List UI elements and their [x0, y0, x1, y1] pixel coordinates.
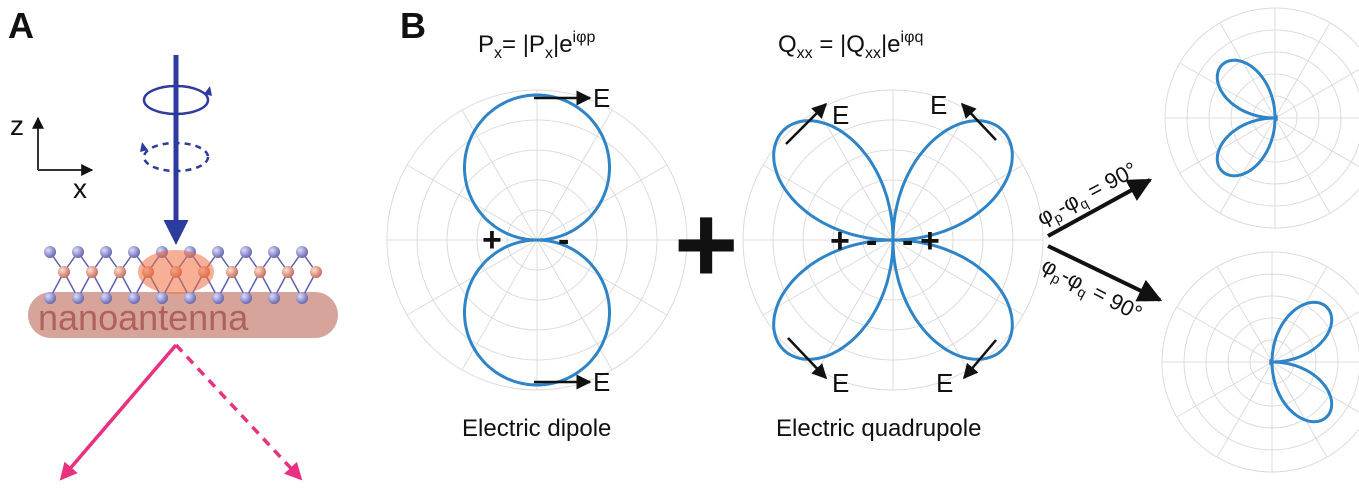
upper-result-polar-grid [1164, 7, 1359, 229]
grid-spoke [817, 109, 894, 241]
lattice-atom [268, 292, 280, 304]
grid-spoke [536, 109, 613, 241]
grid-spoke [892, 239, 969, 371]
lattice-atom [310, 266, 322, 278]
dipole-e-label-top: E [593, 83, 610, 113]
lower-result-polar-grid [1161, 251, 1359, 473]
lattice-atom [128, 292, 140, 304]
lattice-atom [240, 292, 252, 304]
grid-spoke [1274, 117, 1331, 214]
nanoantenna-label: nanoantenna [38, 297, 249, 338]
grid-spoke [1271, 266, 1328, 363]
grid-spoke [892, 109, 969, 241]
axes-icon [32, 116, 94, 176]
grid-spoke [461, 239, 538, 371]
lattice-atom [44, 292, 56, 304]
axis-z-label: z [10, 110, 24, 141]
grid-spoke [1271, 361, 1359, 413]
upper-branch-arrow [1047, 178, 1153, 238]
quadrupole-formula: Qxx = |Qxx|eiφq [778, 29, 923, 62]
quad-e-arrow-bottom-right [963, 339, 997, 380]
quad-e-label-top-right: E [930, 90, 947, 120]
lattice-atom [100, 292, 112, 304]
grid-spoke [1274, 117, 1359, 168]
lattice-atom [58, 266, 70, 278]
grid-spoke [762, 239, 894, 316]
quad-e-arrow-top-right [960, 102, 997, 141]
grid-spoke [1216, 266, 1273, 363]
lattice-atom [226, 266, 238, 278]
upper-result-pattern [1215, 58, 1278, 178]
hotspot [138, 250, 214, 294]
grid-spoke [536, 239, 613, 371]
grid-spoke [1216, 361, 1273, 458]
grid-spoke [1274, 68, 1359, 119]
quad-e-label-top-left: E [832, 100, 849, 130]
panel-label-a: A [8, 5, 34, 46]
grid-spoke [1274, 22, 1331, 119]
quadrupole-polar-grid [742, 89, 1044, 391]
lattice-atom [282, 266, 294, 278]
lattice-atom [184, 292, 196, 304]
lattice-atom [268, 246, 280, 258]
lattice-atom [212, 246, 224, 258]
grid-spoke [1219, 22, 1276, 119]
grid-spoke [1271, 311, 1359, 363]
lattice-atom [44, 246, 56, 258]
quad-minus-right: - [902, 222, 913, 260]
quad-e-arrow-top-left [785, 102, 828, 145]
quad-plus-right: + [920, 222, 940, 260]
lattice-atom [296, 246, 308, 258]
grid-spoke [1179, 62, 1276, 119]
quad-e-arrow-bottom-left [787, 337, 828, 380]
lower-condition-label: φp-φq = 90° [1036, 252, 1146, 328]
quad-e-label-bottom-right: E [936, 368, 953, 398]
quad-plus-left: + [830, 222, 850, 260]
quadrupole-caption: Electric quadrupole [776, 415, 981, 442]
lattice-atom [254, 266, 266, 278]
quad-e-label-bottom-left: E [832, 368, 849, 398]
lower-result-pattern [1269, 300, 1334, 424]
panel-label-b: B [400, 5, 426, 46]
dipole-minus-sign: - [558, 221, 569, 259]
grid-spoke [892, 239, 1024, 316]
grid-spoke [1176, 361, 1273, 418]
quadrupole-radiation-pattern [772, 119, 1014, 361]
lattice-atom [156, 292, 168, 304]
combine-plus-sign: + [674, 183, 738, 306]
lattice-atom [296, 292, 308, 304]
lattice-atoms [44, 246, 322, 304]
grid-spoke [1271, 361, 1328, 458]
grid-spoke [817, 239, 894, 371]
lattice-atom [114, 266, 126, 278]
dipole-e-label-bottom: E [593, 367, 610, 397]
dipole-formula: Px= |Px|eiφp [478, 29, 595, 62]
axis-x-label: x [73, 173, 87, 204]
lattice-atom [100, 246, 112, 258]
dipole-radiation-pattern [463, 93, 611, 387]
lattice-atom [72, 292, 84, 304]
lattice-atom [72, 246, 84, 258]
emission-arrows [59, 343, 303, 481]
quad-minus-left: - [866, 222, 877, 260]
dipole-caption: Electric dipole [462, 415, 611, 442]
grid-spoke [1179, 117, 1276, 174]
grid-spoke [762, 164, 894, 241]
lattice-atom [128, 246, 140, 258]
lattice-atom [240, 246, 252, 258]
incident-beam-icon [140, 55, 212, 245]
dipole-plus-sign: + [482, 221, 502, 259]
grid-spoke [1219, 117, 1276, 214]
lattice-atom [86, 266, 98, 278]
grid-spoke [1176, 306, 1273, 363]
lower-branch-arrow [1047, 244, 1163, 302]
lattice-atom [212, 292, 224, 304]
grid-spoke [892, 164, 1024, 241]
